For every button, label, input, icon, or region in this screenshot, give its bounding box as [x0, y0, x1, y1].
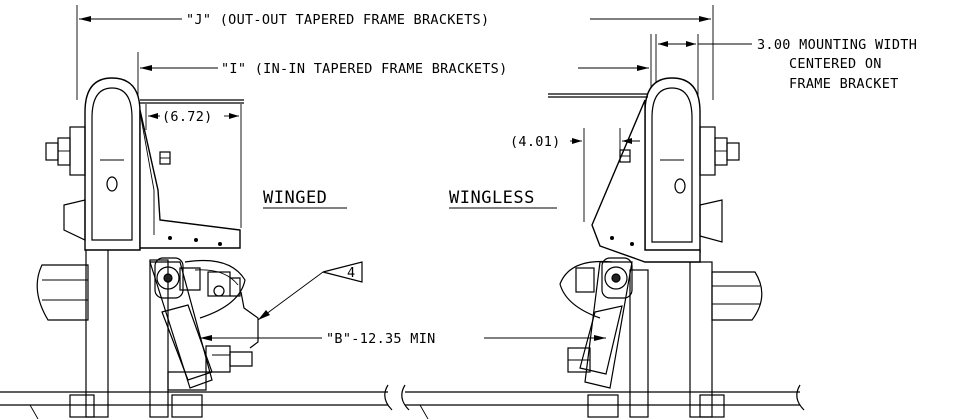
- dimension-401-label: (4.01): [510, 134, 561, 150]
- mounting-centered-label: CENTERED ON: [789, 56, 882, 72]
- dimension-j-label: "J" (OUT-OUT TAPERED FRAME BRACKETS): [186, 12, 489, 28]
- note-4-callout: 4: [257, 261, 363, 321]
- dimension-j: "J" (OUT-OUT TAPERED FRAME BRACKETS): [76, 5, 714, 100]
- winged-label: WINGED: [263, 188, 327, 208]
- mounting-width-label: 3.00 MOUNTING WIDTH: [757, 37, 917, 53]
- mounting-width-dimension: 3.00 MOUNTING WIDTH CENTERED ON FRAME BR…: [655, 34, 917, 100]
- dimension-b: "B"-12.35 MIN: [200, 331, 606, 347]
- dimension-672-label: (6.72): [162, 109, 213, 125]
- frame-rails: [0, 384, 805, 419]
- dimension-i: "I" (IN-IN TAPERED FRAME BRACKETS): [137, 34, 652, 100]
- dimension-401: (4.01): [510, 128, 640, 222]
- wingless-assembly: [559, 77, 763, 418]
- wingless-label: WINGLESS: [449, 188, 535, 208]
- winged-assembly: [36, 77, 259, 418]
- note-4-number: 4: [347, 265, 355, 281]
- dimension-i-label: "I" (IN-IN TAPERED FRAME BRACKETS): [221, 61, 508, 77]
- dimension-672: (6.72): [145, 104, 242, 228]
- dimension-b-label: "B"-12.35 MIN: [326, 331, 436, 347]
- mounting-frame-bracket-label: FRAME BRACKET: [789, 76, 899, 92]
